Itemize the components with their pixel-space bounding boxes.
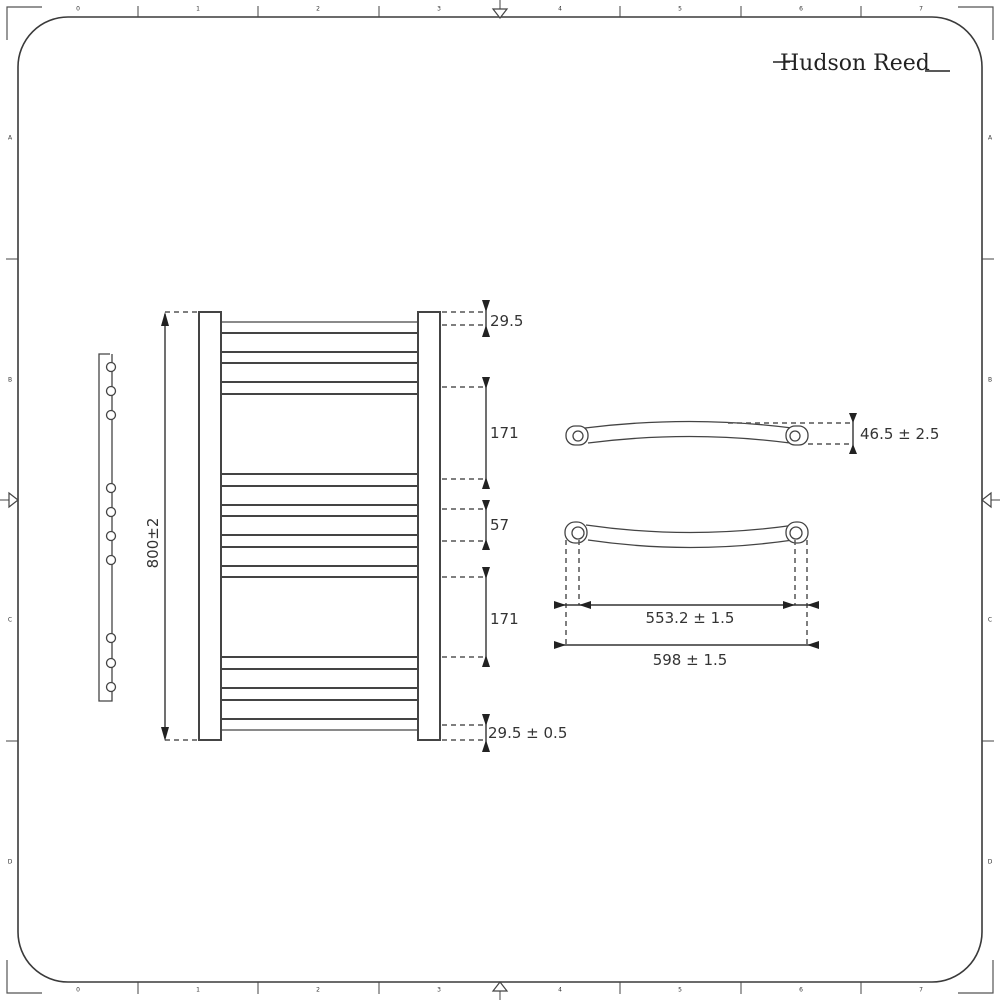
dim-top-offset: 29.5 <box>490 312 523 330</box>
dim-pipe-centres: 553.2 ± 1.5 <box>646 609 735 627</box>
svg-text:4: 4 <box>558 987 562 994</box>
svg-text:1: 1 <box>196 6 200 13</box>
svg-text:2: 2 <box>316 6 320 13</box>
dim-bottom-offset: 29.5 ± 0.5 <box>488 724 567 742</box>
dim-lower-gap: 171 <box>490 610 519 628</box>
bar <box>220 699 419 720</box>
corner-mark-top-left <box>6 6 42 40</box>
svg-text:3: 3 <box>437 987 441 994</box>
bar <box>220 515 419 536</box>
svg-text:5: 5 <box>678 987 682 994</box>
centre-mark-top-icon <box>491 0 509 19</box>
svg-text:A: A <box>988 135 993 142</box>
svg-text:C: C <box>988 617 992 624</box>
svg-text:D: D <box>988 859 993 866</box>
bar <box>220 332 419 353</box>
drawing-border <box>17 16 983 983</box>
top-view: 46.5 ± 2.5 <box>565 413 939 454</box>
svg-text:6: 6 <box>799 987 803 994</box>
panel-lower <box>220 576 419 658</box>
left-ruler: A B C D <box>6 135 18 866</box>
svg-text:5: 5 <box>678 6 682 13</box>
corner-mark-top-right <box>958 6 994 40</box>
svg-text:C: C <box>8 617 12 624</box>
svg-text:1: 1 <box>196 987 200 994</box>
svg-text:Hudson Reed: Hudson Reed <box>780 51 930 76</box>
panel-upper <box>220 393 419 475</box>
svg-text:2: 2 <box>316 987 320 994</box>
svg-text:7: 7 <box>919 987 923 994</box>
top-ruler: 0 1 2 3 4 5 6 7 <box>76 6 923 17</box>
centre-mark-left-icon <box>0 491 19 509</box>
dim-overall-width: 598 ± 1.5 <box>653 651 728 669</box>
dim-overall-height: 800±2 <box>144 518 162 569</box>
bar <box>220 362 419 383</box>
vertical-dimensions: 29.5 171 57 171 29.5 ± 0.5 <box>442 300 567 752</box>
svg-text:3: 3 <box>437 6 441 13</box>
brand-logo: Hudson Reed <box>773 51 950 76</box>
svg-text:0: 0 <box>76 987 80 994</box>
bottom-ruler: 0 1 2 3 4 5 6 7 <box>76 982 923 994</box>
svg-text:6: 6 <box>799 6 803 13</box>
bar <box>220 485 419 506</box>
front-view <box>198 311 441 741</box>
height-dimension: 800±2 <box>144 311 198 741</box>
dim-depth: 46.5 ± 2.5 <box>860 425 939 443</box>
svg-text:0: 0 <box>76 6 80 13</box>
corner-mark-bottom-left <box>6 960 42 994</box>
centre-mark-right-icon <box>981 491 1000 509</box>
svg-text:B: B <box>988 377 992 384</box>
plan-view: 553.2 ± 1.5 598 ± 1.5 <box>554 521 819 669</box>
svg-text:D: D <box>8 859 13 866</box>
centre-mark-bottom-icon <box>491 981 509 1000</box>
svg-text:B: B <box>8 377 12 384</box>
side-view <box>98 353 117 702</box>
bar <box>220 546 419 567</box>
svg-text:A: A <box>8 135 13 142</box>
dim-bar-spacing: 57 <box>490 516 509 534</box>
svg-text:7: 7 <box>919 6 923 13</box>
corner-mark-bottom-right <box>958 960 994 994</box>
right-ruler: A B C D <box>982 135 994 866</box>
dim-upper-gap: 171 <box>490 424 519 442</box>
bracket-fixings <box>105 361 117 693</box>
svg-text:4: 4 <box>558 6 562 13</box>
bar <box>220 668 419 689</box>
